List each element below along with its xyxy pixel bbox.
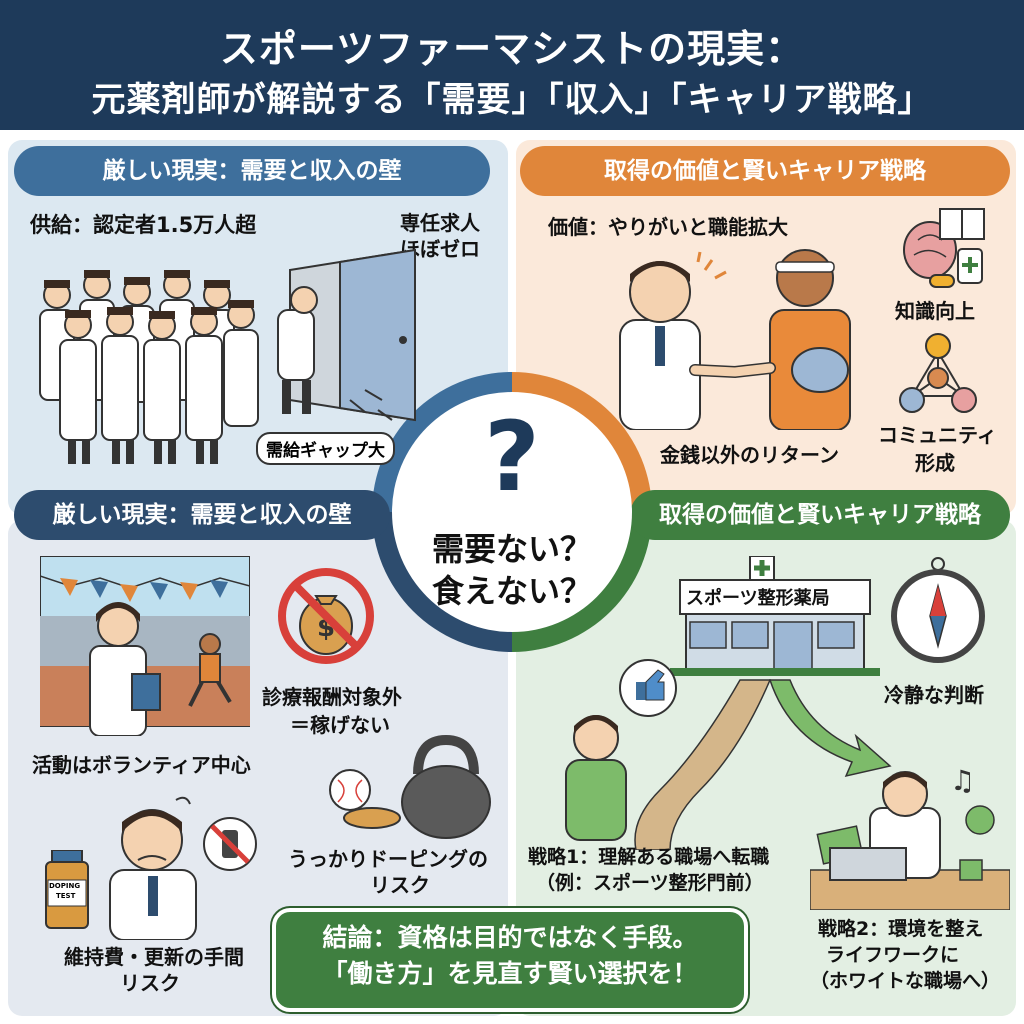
supplement-bottle-icon (45, 850, 89, 929)
volunteer-label: 活動はボランティア中心 (32, 753, 251, 777)
page-title: スポーツファーマシストの現実： (219, 27, 805, 71)
strategy1-line1: 戦略1：理解ある職場へ転職 (528, 846, 770, 868)
gap-bubble: 需給ギャップ大 (256, 432, 395, 465)
conclusion-line2: 「働き方」を見直す賢い選択を！ (322, 959, 698, 988)
strategy2-line2: ライフワークに (826, 944, 960, 966)
page-subtitle: 元薬剤師が解説する「需要」「収入」「キャリア戦略」 (91, 80, 933, 120)
conclusion-line1: 結論：資格は目的ではなく手段。 (322, 923, 698, 952)
community-label-line2: 形成 (915, 451, 955, 475)
worried-pharmacist-illustration (109, 796, 257, 940)
center-question-line2: 食えない？ (431, 572, 592, 610)
knowledge-label: 知識向上 (895, 299, 975, 323)
supply-label: 供給：認定者1.5万人超 (30, 213, 257, 237)
no-fee-label-line2: ＝稼げない (290, 713, 390, 737)
center-circle (392, 392, 632, 632)
section-heading-bottom-right: 取得の価値と賢いキャリア戦略 (630, 490, 1010, 540)
bottle-label-line1: DOPING (49, 882, 81, 890)
crowd-illustration (39, 248, 416, 464)
career-paths-illustration (565, 659, 892, 850)
section-heading-bottom-left: 厳しい現実：需要と収入の壁 (14, 490, 390, 540)
doping-label-line1: うっかりドーピングの (288, 847, 488, 871)
question-mark: ? (484, 401, 540, 513)
strategy1-line2: （例：スポーツ整形門前） (536, 872, 764, 894)
strategy2-line1: 戦略2：環境を整え (818, 918, 984, 940)
community-label-line1: コミュニティ (878, 423, 997, 447)
strategy2-line3: （ホワイトな職場へ） (810, 970, 1001, 992)
compass-icon (891, 557, 985, 663)
bottle-label-line2: TEST (56, 892, 76, 900)
header-banner: スポーツファーマシストの現実： 元薬剤師が解説する「需要」「収入」「キャリア戦略… (0, 0, 1024, 130)
value-label: 価値：やりがいと職能拡大 (548, 215, 788, 239)
brain-book-icon (903, 208, 985, 288)
upkeep-label-line2: リスク (120, 971, 180, 995)
return-label: 金銭以外のリターン (660, 443, 839, 467)
community-network-icon (899, 333, 977, 413)
center-question-line1: 需要ない？ (431, 530, 592, 568)
remote-work-illustration: ♫ (810, 764, 1010, 910)
pharmacy-building-illustration (670, 556, 880, 676)
doping-label-line2: リスク (370, 873, 430, 897)
jobs-label-line1: 専任求人 (400, 211, 480, 235)
calm-label: 冷静な判断 (884, 683, 984, 707)
upkeep-label-line1: 維持費・更新の手間 (64, 945, 244, 969)
conclusion-box: 結論：資格は目的ではなく手段。 「働き方」を見直す賢い選択を！ (272, 908, 748, 1012)
pharmacy-sign: スポーツ整形薬局 (686, 588, 830, 609)
stadium-volunteer-illustration (40, 556, 250, 736)
baseball-kettlebell-icon (329, 734, 491, 839)
section-heading-top-right: 取得の価値と賢いキャリア戦略 (520, 146, 1010, 196)
svg-text:♫: ♫ (950, 764, 975, 797)
no-money-bag-icon: $ (278, 568, 374, 664)
handshake-illustration (619, 249, 851, 430)
no-fee-label-line1: 診療報酬対象外 (262, 685, 402, 709)
section-heading-top-left: 厳しい現実：需要と収入の壁 (14, 146, 490, 196)
